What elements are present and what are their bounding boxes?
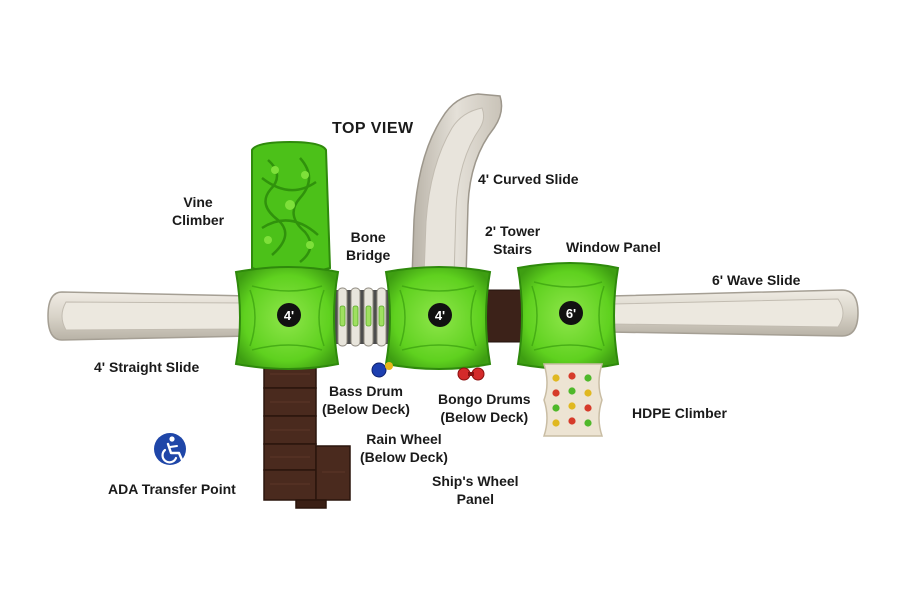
bass-drum-label: Bass Drum (Below Deck) — [322, 382, 410, 418]
hdpe-climber-label: HDPE Climber — [632, 405, 727, 421]
deck-3-height: 6' — [566, 306, 576, 321]
bone-bridge — [332, 287, 392, 347]
deck-3: 6' — [516, 262, 620, 370]
deck-2-height: 4' — [435, 308, 445, 323]
curved-slide-label: 4' Curved Slide — [478, 171, 579, 187]
bongo-drums-label-line2: (Below Deck) — [440, 409, 529, 425]
diagram-title: TOP VIEW — [332, 120, 414, 137]
straight-slide — [47, 291, 251, 341]
wave-slide — [609, 289, 859, 337]
tower-stairs-label-line2: Stairs — [493, 241, 533, 257]
bone-bridge-label-line1: Bone — [350, 229, 386, 245]
vine-climber-label-line2: Climber — [172, 212, 225, 228]
deck-2: 4' — [384, 266, 492, 370]
bone-bridge-label-line2: Bridge — [346, 247, 391, 263]
straight-slide-label: 4' Straight Slide — [94, 359, 200, 375]
deck-1-height: 4' — [284, 308, 294, 323]
ada-transfer-label: ADA Transfer Point — [108, 481, 236, 497]
bass-drum — [371, 362, 393, 378]
bongo-drums — [457, 367, 485, 381]
hdpe-climber — [542, 363, 604, 437]
bongo-drums-label-line1: Bongo Drums — [438, 391, 531, 407]
bongo-drums-label: Bongo Drums (Below Deck) — [438, 390, 531, 426]
bass-drum-label-line2: (Below Deck) — [322, 401, 410, 417]
vine-climber-label-line1: Vine — [183, 194, 213, 210]
accessibility-icon — [154, 433, 186, 465]
rain-wheel-label-line1: Rain Wheel — [366, 431, 442, 447]
bone-bridge-label: Bone Bridge — [346, 228, 390, 264]
tower-stairs — [481, 289, 528, 343]
bass-drum-label-line1: Bass Drum — [329, 383, 403, 399]
wave-slide-label: 6' Wave Slide — [712, 272, 801, 288]
ships-wheel-label: Ship's Wheel Panel — [432, 472, 519, 508]
window-panel-label: Window Panel — [566, 239, 661, 255]
ships-wheel-label-line2: Panel — [456, 491, 494, 507]
rain-wheel-label: Rain Wheel (Below Deck) — [360, 430, 448, 466]
deck-1: 4' — [234, 266, 340, 370]
ships-wheel-label-line1: Ship's Wheel — [432, 473, 519, 489]
curved-slide — [411, 93, 503, 279]
rain-wheel-label-line2: (Below Deck) — [360, 449, 448, 465]
vine-climber — [251, 140, 332, 275]
tower-stairs-label: 2' Tower Stairs — [485, 222, 540, 258]
tower-stairs-label-line1: 2' Tower — [485, 223, 541, 239]
vine-climber-label: Vine Climber — [172, 193, 224, 229]
